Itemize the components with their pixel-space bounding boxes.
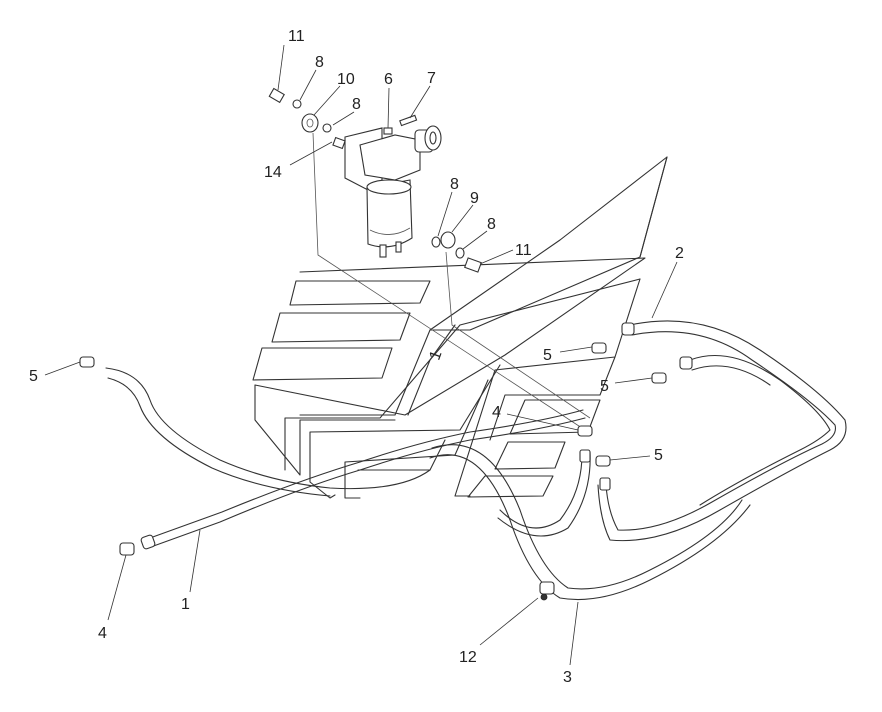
callout-5-mid: 5 <box>600 378 609 395</box>
hose-3 <box>429 454 751 601</box>
hose-clamps <box>79 342 667 601</box>
callout-14: 14 <box>264 164 282 181</box>
callout-11-top: 11 <box>288 28 305 45</box>
callout-6: 6 <box>384 71 393 88</box>
callout-12: 12 <box>459 649 477 666</box>
fuel-tank: 1 <box>252 156 668 499</box>
fuel-filter-assembly <box>268 87 591 431</box>
callout-7: 7 <box>427 70 436 87</box>
clamp-4-left <box>119 542 135 556</box>
clamp-4-mid <box>577 425 593 437</box>
hoses <box>105 320 847 601</box>
callout-4-mid: 4 <box>492 404 501 421</box>
callout-5-lower: 5 <box>654 447 663 464</box>
hose-2 <box>597 320 847 542</box>
callout-8-upper: 8 <box>352 96 361 113</box>
leader-lines <box>44 44 678 666</box>
callout-8-filter: 8 <box>450 176 459 193</box>
hose-1 <box>147 417 586 549</box>
callout-11-right: 11 <box>515 242 532 259</box>
callout-1: 1 <box>181 596 190 613</box>
callout-5-left: 5 <box>29 368 38 385</box>
clamp-5-lower <box>595 455 611 467</box>
callout-10: 10 <box>337 71 355 88</box>
callout-9: 9 <box>470 190 479 207</box>
callout-8-right: 8 <box>487 216 496 233</box>
callout-3: 3 <box>563 669 572 686</box>
clamp-5-left <box>79 356 95 368</box>
callout-4-left: 4 <box>98 625 107 642</box>
clamp-12 <box>539 581 555 595</box>
callout-2: 2 <box>675 245 684 262</box>
clamp-5-mid <box>651 372 667 384</box>
callout-labels: 11 8 10 6 7 8 14 8 9 8 11 2 5 5 5 4 5 1 … <box>29 28 684 686</box>
callout-8-top: 8 <box>315 54 324 71</box>
clamp-5-top <box>591 342 607 354</box>
callout-5-top: 5 <box>543 347 552 364</box>
